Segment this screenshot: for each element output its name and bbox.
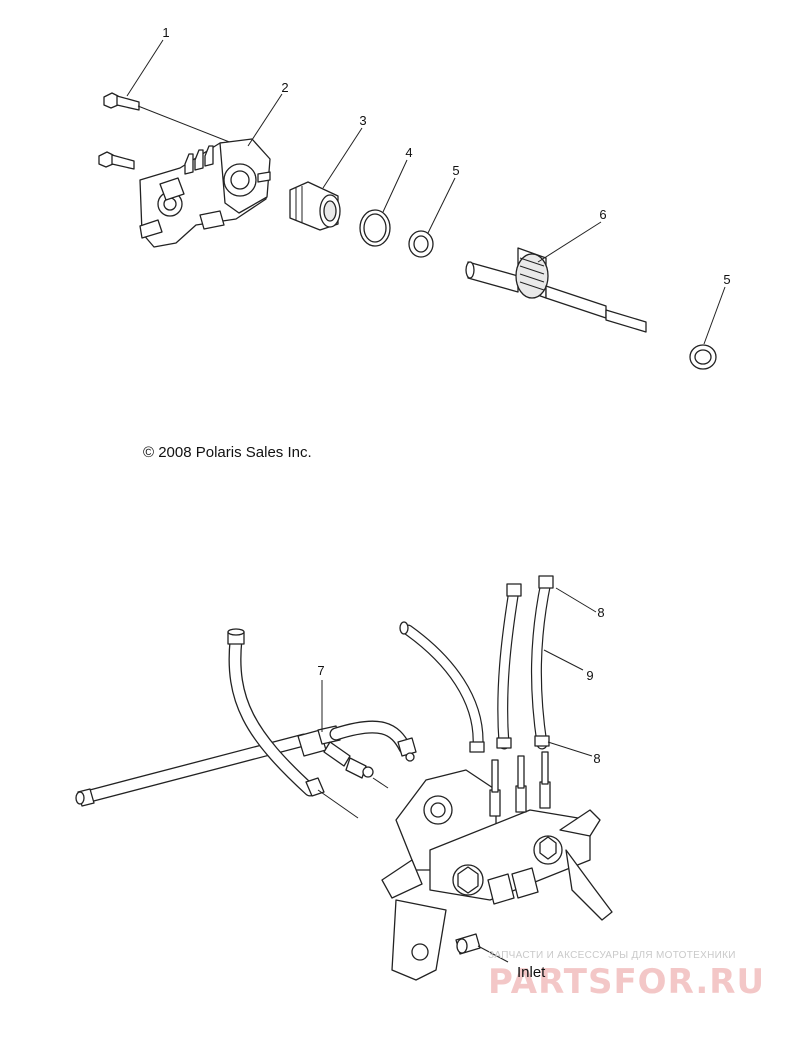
callout-8-upper: 8 [597,605,604,620]
clamp-top-1[interactable] [506,583,522,597]
hose-outlet-1[interactable] [497,584,520,750]
bushing[interactable] [289,181,341,231]
copyright-text: © 2008 Polaris Sales Inc. [143,444,312,461]
bolt-lower[interactable] [98,151,135,170]
hose-vent[interactable] [399,621,484,751]
watermark-brand: PARTSFOR.RU [488,962,765,1002]
o-ring[interactable] [359,209,391,247]
clamp-top-2[interactable] [538,575,554,589]
hose-connector[interactable] [323,741,389,789]
clamp-bottom-vent[interactable] [469,741,485,753]
bolt-upper[interactable] [103,92,233,144]
oil-pump-assembly[interactable] [139,138,271,248]
callout-2: 2 [281,80,288,95]
callout-3: 3 [359,113,366,128]
washer-lower[interactable] [689,344,717,370]
callout-4: 4 [405,145,412,160]
hose-vertical-left[interactable] [227,628,359,819]
callout-5-lower: 5 [723,272,730,287]
drive-shaft-gear[interactable] [465,247,647,333]
callout-6: 6 [599,207,606,222]
inlet-label: Inlet [517,964,546,981]
clamp-bottom-1[interactable] [496,737,512,749]
oil-pump-body[interactable] [381,751,613,981]
callout-9: 9 [586,668,593,683]
callout-7: 7 [317,663,324,678]
hose-curved-right[interactable] [329,720,417,762]
clamp-bottom-2[interactable] [534,735,550,747]
callout-5-upper: 5 [452,163,459,178]
watermark-tagline: ЗАПЧАСТИ И АКСЕССУАРЫ ДЛЯ МОТОТЕХНИКИ [488,950,736,961]
hose-outlet-2[interactable] [530,576,552,750]
callout-8-lower: 8 [593,751,600,766]
callout-1: 1 [162,25,169,40]
washer-upper[interactable] [408,230,434,258]
